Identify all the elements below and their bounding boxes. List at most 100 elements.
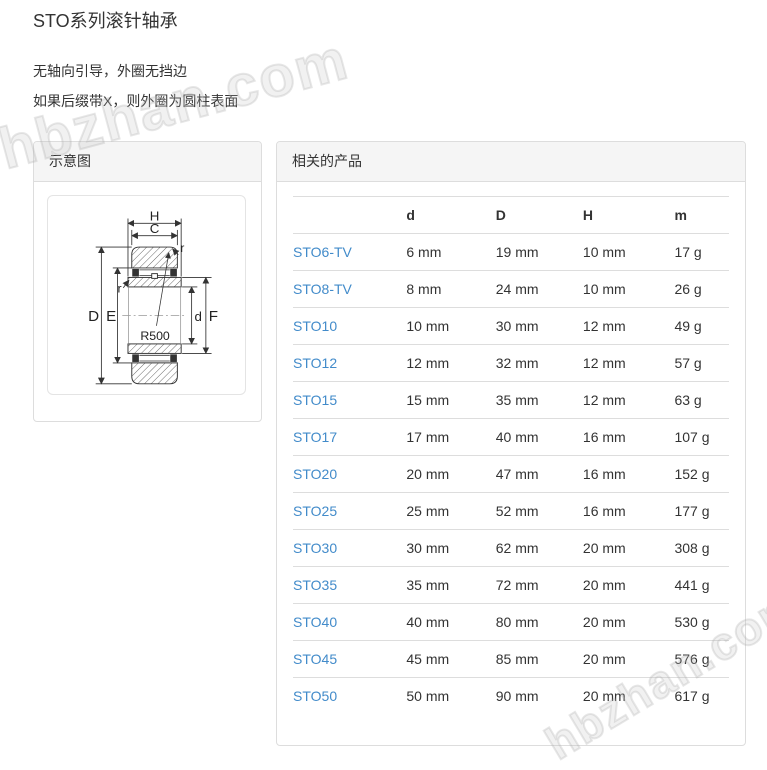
cell-m: 26 g — [674, 281, 702, 297]
table-row: STO12 12 mm 32 mm 12 mm 57 g — [293, 345, 729, 382]
cell-H: 20 mm — [582, 688, 626, 704]
product-link[interactable]: STO6-TV — [293, 244, 352, 260]
subtitle-line-2: 如果后缀带X，则外圈为圆柱表面 — [33, 93, 239, 109]
cell-H: 10 mm — [582, 281, 626, 297]
cell-d: 40 mm — [406, 614, 450, 630]
cell-D: 35 mm — [495, 392, 539, 408]
products-table: d D H m STO6-TV 6 mm 19 mm 10 mm — [293, 196, 729, 714]
cell-H: 20 mm — [582, 614, 626, 630]
products-panel-heading: 相关的产品 — [277, 142, 745, 182]
label-r-side: r — [118, 282, 122, 296]
table-row: STO30 30 mm 62 mm 20 mm 308 g — [293, 530, 729, 567]
table-row: STO17 17 mm 40 mm 16 mm 107 g — [293, 419, 729, 456]
diagram-panel-heading: 示意图 — [34, 142, 261, 182]
cell-m: 49 g — [674, 318, 702, 334]
cell-m: 177 g — [674, 503, 710, 519]
cell-H: 12 mm — [582, 318, 626, 334]
cell-D: 19 mm — [495, 244, 539, 260]
cell-d: 10 mm — [406, 318, 450, 334]
label-R500: R500 — [140, 329, 170, 343]
cell-m: 576 g — [674, 651, 710, 667]
label-r-top: r — [180, 241, 184, 255]
cell-m: 152 g — [674, 466, 710, 482]
cell-H: 12 mm — [582, 355, 626, 371]
cell-D: 47 mm — [495, 466, 539, 482]
cell-D: 24 mm — [495, 281, 539, 297]
cell-m: 617 g — [674, 688, 710, 704]
cell-d: 17 mm — [406, 429, 450, 445]
col-header-d: d — [406, 207, 415, 223]
label-D: D — [88, 308, 99, 325]
cell-m: 441 g — [674, 577, 710, 593]
cell-d: 20 mm — [406, 466, 450, 482]
cell-d: 25 mm — [406, 503, 450, 519]
table-row: STO40 40 mm 80 mm 20 mm 530 g — [293, 604, 729, 641]
table-row: STO45 45 mm 85 mm 20 mm 576 g — [293, 641, 729, 678]
diagram-panel: 示意图 — [33, 141, 262, 422]
cell-H: 20 mm — [582, 651, 626, 667]
cell-d: 45 mm — [406, 651, 450, 667]
product-link[interactable]: STO40 — [293, 614, 338, 630]
crown-radius-leader — [156, 252, 171, 326]
cell-H: 20 mm — [582, 577, 626, 593]
product-link[interactable]: STO30 — [293, 540, 338, 556]
page: STO系列滚针轴承 无轴向引导，外圈无挡边 如果后缀带X，则外圈为圆柱表面 示意… — [0, 11, 767, 770]
table-row: STO6-TV 6 mm 19 mm 10 mm 17 g — [293, 234, 729, 271]
product-link[interactable]: STO10 — [293, 318, 338, 334]
label-E: E — [106, 308, 116, 325]
table-row: STO15 15 mm 35 mm 12 mm 63 g — [293, 382, 729, 419]
page-title: STO系列滚针轴承 — [33, 11, 178, 31]
cell-D: 85 mm — [495, 651, 539, 667]
label-d: d — [194, 309, 201, 324]
table-row: STO20 20 mm 47 mm 16 mm 152 g — [293, 456, 729, 493]
cell-d: 15 mm — [406, 392, 450, 408]
table-header-row: d D H m — [293, 196, 729, 234]
cell-d: 50 mm — [406, 688, 450, 704]
table-row: STO25 25 mm 52 mm 16 mm 177 g — [293, 493, 729, 530]
label-F: F — [209, 308, 218, 325]
table-row: STO10 10 mm 30 mm 12 mm 49 g — [293, 308, 729, 345]
product-link[interactable]: STO25 — [293, 503, 338, 519]
cell-m: 63 g — [674, 392, 702, 408]
cell-H: 16 mm — [582, 503, 626, 519]
product-link[interactable]: STO35 — [293, 577, 338, 593]
cell-H: 12 mm — [582, 392, 626, 408]
cell-D: 80 mm — [495, 614, 539, 630]
cell-H: 16 mm — [582, 429, 626, 445]
cell-d: 8 mm — [406, 281, 442, 297]
product-link[interactable]: STO20 — [293, 466, 338, 482]
bearing-cross-section-svg: H C D E d F r r R500 — [88, 208, 218, 385]
cell-D: 52 mm — [495, 503, 539, 519]
cell-d: 30 mm — [406, 540, 450, 556]
dimension-lines — [95, 218, 212, 385]
table-row: STO35 35 mm 72 mm 20 mm 441 g — [293, 567, 729, 604]
product-link[interactable]: STO8-TV — [293, 281, 352, 297]
subtitle-line-1: 无轴向引导，外圈无挡边 — [33, 63, 187, 79]
cell-m: 107 g — [674, 429, 710, 445]
cell-H: 20 mm — [582, 540, 626, 556]
products-panel: 相关的产品 d D H m STO6-TV — [276, 141, 746, 746]
product-link[interactable]: STO17 — [293, 429, 338, 445]
cell-D: 32 mm — [495, 355, 539, 371]
product-link[interactable]: STO12 — [293, 355, 338, 371]
cell-m: 308 g — [674, 540, 710, 556]
cell-m: 57 g — [674, 355, 702, 371]
cell-d: 12 mm — [406, 355, 450, 371]
cell-D: 40 mm — [495, 429, 539, 445]
col-header-D: D — [495, 207, 506, 223]
cell-D: 72 mm — [495, 577, 539, 593]
col-header-H: H — [582, 207, 594, 223]
cell-d: 6 mm — [406, 244, 442, 260]
cell-m: 530 g — [674, 614, 710, 630]
table-row: STO8-TV 8 mm 24 mm 10 mm 26 g — [293, 271, 729, 308]
cell-D: 30 mm — [495, 318, 539, 334]
cell-H: 10 mm — [582, 244, 626, 260]
cell-H: 16 mm — [582, 466, 626, 482]
cell-D: 62 mm — [495, 540, 539, 556]
product-link[interactable]: STO15 — [293, 392, 338, 408]
label-C: C — [150, 221, 160, 236]
col-header-m: m — [674, 207, 687, 223]
col-header-name — [293, 197, 406, 234]
product-link[interactable]: STO45 — [293, 651, 338, 667]
product-link[interactable]: STO50 — [293, 688, 338, 704]
